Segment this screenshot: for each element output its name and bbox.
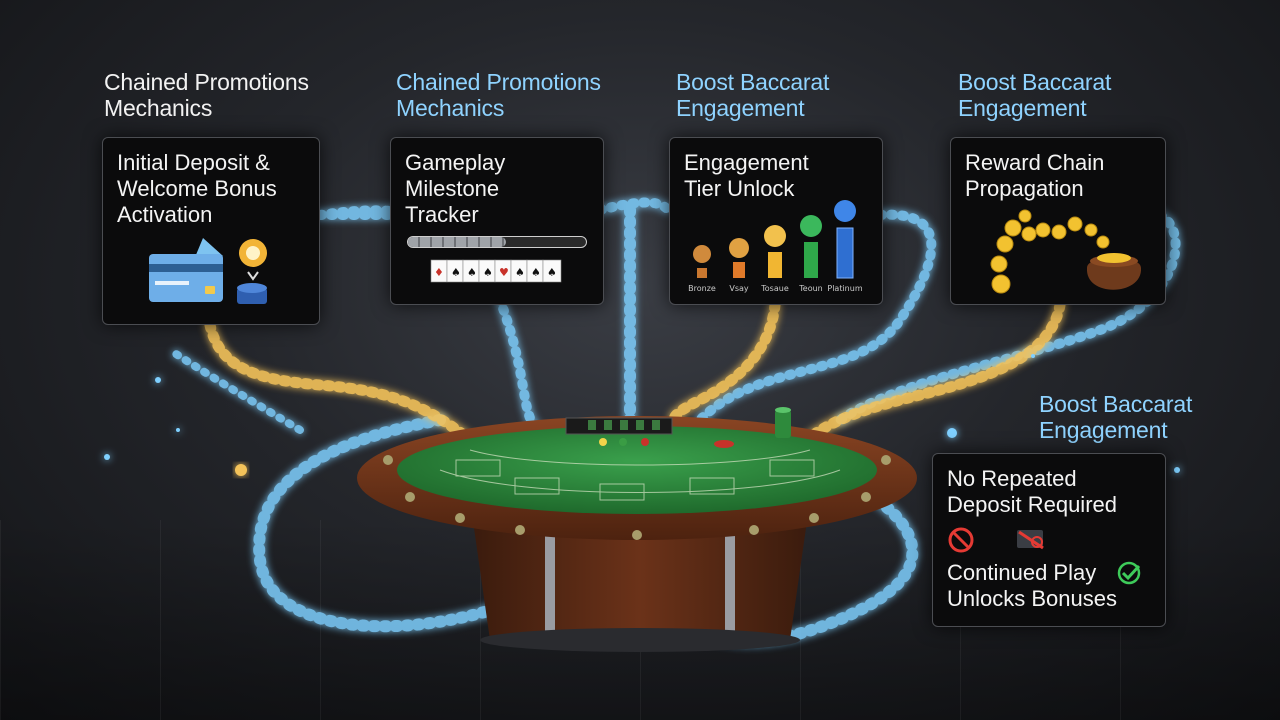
card-title-line: Gameplay [405,150,506,175]
particles [104,354,1180,473]
milestone-progress-bar [407,236,587,248]
playing-cards-icon: ♦ ♠ ♠ ♠ ♥ ♠ ♠ ♠ [430,259,562,283]
rail-studs [383,455,891,540]
card-title-line: Deposit Required [947,492,1117,517]
card-title-line: Initial Deposit & [117,150,270,175]
card-title: Gameplay Milestone Tracker [405,150,505,228]
svg-text:♠: ♠ [483,266,493,279]
card-title-line: Tracker [405,202,479,227]
card-no-repeated-deposit: No Repeated Deposit Required Continued P… [932,453,1166,627]
check-icon [1117,561,1141,585]
card-title: Reward Chain Propagation [965,150,1104,202]
gold-particle [235,464,247,476]
blocked-card-icon [1017,530,1044,550]
coin-pot-icon [990,209,1142,294]
svg-text:♠: ♠ [531,266,541,279]
heading-line: Boost Baccarat [958,69,1112,95]
felt-markings [439,449,841,501]
tier-label: Bronze [688,284,716,293]
card-initial-deposit: Initial Deposit & Welcome Bonus Activati… [102,137,320,325]
card-footer-line: Unlocks Bonuses [947,586,1117,611]
heading-line: Mechanics [396,95,505,121]
heading-line: Mechanics [104,95,213,121]
card-title-line: Propagation [965,176,1084,201]
card-title: No Repeated Deposit Required [947,466,1117,518]
chip-stack [775,407,791,438]
svg-text:♦: ♦ [434,266,444,279]
heading-line: Chained Promotions [104,69,309,95]
card-title-line: Reward Chain [965,150,1105,175]
heading-1: Chained Promotions Mechanics [104,69,309,121]
credit-card-icon [149,238,223,302]
card-title-line: Welcome Bonus [117,176,277,201]
heading-line: Engagement [958,95,1087,121]
heading-line: Boost Baccarat [1039,391,1193,417]
svg-text:♠: ♠ [467,266,477,279]
svg-text:♥: ♥ [499,266,509,279]
svg-text:♠: ♠ [451,266,461,279]
tier-label: Platinum [827,284,863,293]
card-title-line: No Repeated [947,466,1077,491]
card-title-line: Activation [117,202,213,227]
card-title-line: Milestone [405,176,500,201]
card-reward-chain: Reward Chain Propagation [950,137,1166,305]
card-title: Engagement Tier Unlock [684,150,809,202]
card-footer: Continued Play Unlocks Bonuses [947,560,1117,612]
heading-line: Engagement [1039,417,1168,443]
heading-line: Engagement [676,95,805,121]
tier-label: Teoun [799,284,823,293]
no-deposit-icon [948,527,974,553]
heading-3: Boost Baccarat Engagement [676,69,829,121]
card-title-line: Engagement [684,150,809,175]
card-milestone-tracker: Gameplay Milestone Tracker ♦ ♠ ♠ ♠ ♥ ♠ ♠ ♠ [390,137,604,305]
tier-label: Tosaue [761,284,789,293]
tier-label: Vsay [729,284,749,293]
heading-5: Boost Baccarat Engagement [1039,391,1192,443]
table-felt [397,426,877,514]
card-tier-unlock: Engagement Tier Unlock Bronze Vsay Tosau… [669,137,883,305]
card-title-line: Tier Unlock [684,176,795,201]
milestone-progress-fill [408,237,506,247]
heading-4: Boost Baccarat Engagement [958,69,1111,121]
chip-icon [237,239,267,304]
tier-bars-icon [693,200,856,279]
svg-text:♠: ♠ [515,266,525,279]
heading-line: Chained Promotions [396,69,601,95]
svg-text:♠: ♠ [547,266,557,279]
card-footer-line: Continued Play [947,560,1097,585]
heading-line: Boost Baccarat [676,69,830,95]
heading-2: Chained Promotions Mechanics [396,69,601,121]
card-title: Initial Deposit & Welcome Bonus Activati… [117,150,277,228]
